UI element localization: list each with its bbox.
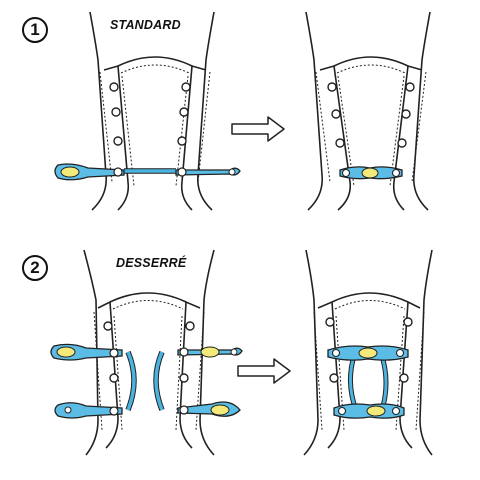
- step2-before: [50, 249, 243, 456]
- step-title: STANDARD: [110, 18, 181, 32]
- step-number-badge: 1: [22, 17, 48, 43]
- step1-after: [305, 11, 431, 211]
- step2-after: [303, 249, 433, 456]
- step-title: DESSERRÉ: [116, 256, 187, 270]
- arrow-right-icon: [231, 116, 285, 142]
- step1-before: [54, 11, 241, 211]
- arrow-right-icon: [237, 358, 291, 384]
- step-number-badge: 2: [22, 255, 48, 281]
